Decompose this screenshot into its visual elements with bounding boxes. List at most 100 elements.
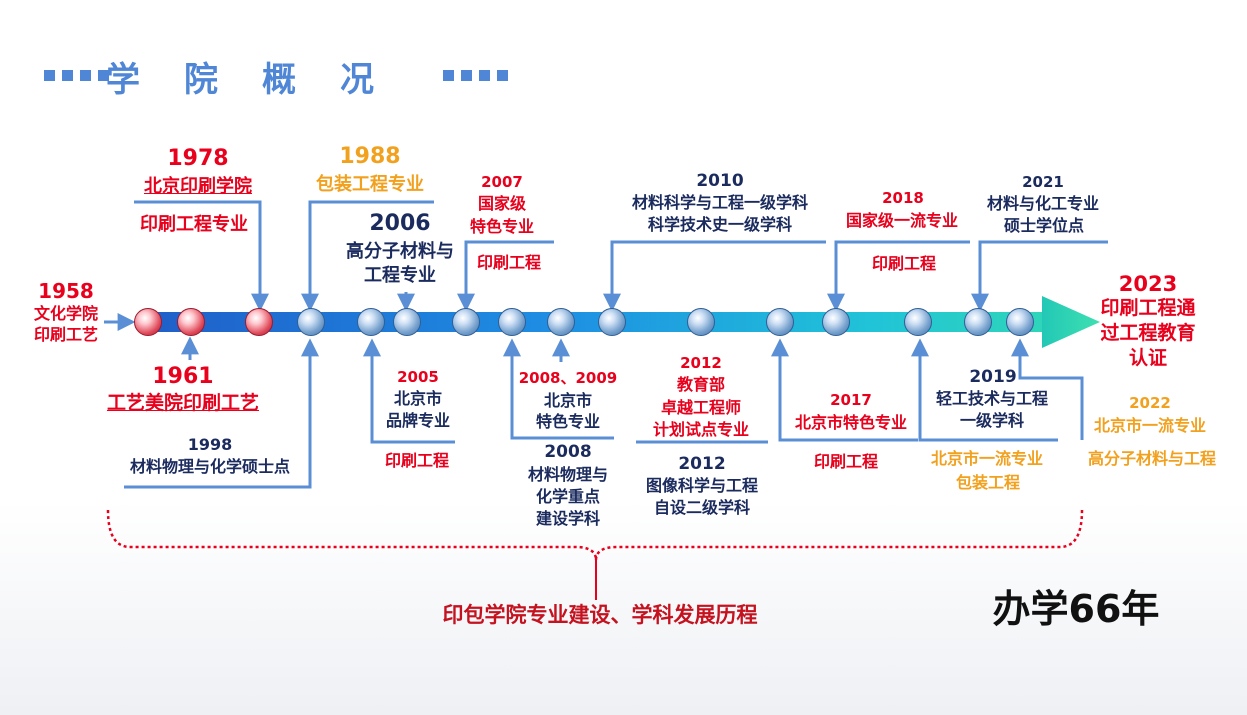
event-text-2012b: 自设二级学科 [653,498,750,517]
event-text-2006: 工程专业 [364,265,436,286]
timeline-dot [245,308,273,336]
event-text-2019: 包装工程 [955,473,1020,492]
event-text-1961: 工艺美院印刷工艺 [106,392,259,414]
event-text-2008: 化学重点 [535,487,600,506]
event-text-2018: 印刷工程 [871,254,936,273]
event-year-2012b: 2012 [678,454,726,474]
timeline-dot [297,308,325,336]
connector-2008 [503,338,614,440]
timeline-caption: 印包学院专业建设、学科发展历程 [442,603,758,627]
title-char: 院 [184,60,218,100]
header-square [44,70,55,81]
event-text-2012: 计划试点专业 [652,420,749,439]
event-year-2012: 2012 [680,354,722,372]
event-year-2006: 2006 [369,211,431,236]
event-text-2017: 北京市特色专业 [794,413,907,432]
event-text-2010: 科学技术史一级学科 [647,215,792,234]
event-text-2023: 过工程教育 [1100,322,1196,344]
connector-2007 [457,240,554,312]
title-char: 况 [340,60,374,100]
connector-2021 [971,240,1108,312]
event-year-1958: 1958 [38,279,94,303]
event-text-2008: 材料物理与 [527,465,608,484]
event-text-2017: 印刷工程 [813,452,878,471]
event-year-1998: 1998 [187,435,233,454]
connector-2022 [1011,338,1084,440]
event-text-2008: 建设学科 [535,509,600,528]
connector-1998 [124,338,319,489]
event-text-1978: 北京印刷学院 [144,176,252,197]
event-year-2005: 2005 [397,368,439,386]
event-text-2012: 教育部 [676,375,725,394]
event-text-2023: 印刷工程通 [1100,297,1196,319]
title-char: 概 [262,60,296,100]
header-square [479,70,490,81]
connector-2010 [603,240,826,312]
timeline-dot [134,308,162,336]
timeline-arrowhead [1042,296,1100,348]
header-square [80,70,91,81]
event-year-1978: 1978 [167,146,229,171]
event-text-2012b: 图像科学与工程 [645,476,758,495]
connector-2005 [363,338,455,444]
event-text-2012: 卓越工程师 [660,398,741,417]
header-square [497,70,508,81]
event-text-2019: 北京市一流专业 [930,449,1043,468]
event-year-2017: 2017 [830,391,872,409]
event-text-2005: 品牌专业 [385,411,450,430]
event-year-2010: 2010 [696,171,744,191]
connector-2018 [827,240,970,312]
event-text-1958: 文化学院 [33,304,98,323]
timeline-dot [498,308,526,336]
timeline-dot [822,308,850,336]
event-text-2019: 轻工技术与工程 [935,389,1048,408]
event-text-1978: 印刷工程专业 [140,214,248,235]
event-year-2023: 2023 [1118,272,1178,296]
header-square [98,70,109,81]
timeline-dot [964,308,992,336]
header-square [62,70,73,81]
timeline-dot [547,308,575,336]
connector-2019 [911,338,1058,442]
timeline-dot [177,308,205,336]
event-text-2022: 高分子材料与工程 [1087,449,1216,468]
event-text-2023: 认证 [1128,347,1167,369]
bracket [106,509,1084,561]
timeline-dot [393,308,421,336]
timeline-dot [687,308,715,336]
event-text-2006: 高分子材料与 [346,241,454,262]
connector-1988 [301,200,434,312]
header-square [443,70,454,81]
event-text-2005: 北京市 [393,389,442,408]
header-square [461,70,472,81]
event-text-2021: 硕士学位点 [1003,216,1084,235]
event-text-2008-2009: 北京市 [543,391,592,410]
event-text-2022: 北京市一流专业 [1093,416,1206,435]
event-year-2007: 2007 [481,173,523,191]
event-year-2018: 2018 [882,189,924,207]
timeline-dot [357,308,385,336]
event-text-2010: 材料科学与工程一级学科 [631,193,808,212]
connector-2017 [771,338,918,442]
event-text-2007: 印刷工程 [476,253,541,272]
event-text-2021: 材料与化工专业 [986,194,1099,213]
event-text-1958: 印刷工艺 [33,325,98,344]
event-text-2008-2009: 特色专业 [535,412,600,431]
event-text-1998: 材料物理与化学硕士点 [129,457,290,476]
years-badge: 办学66年 [992,587,1160,631]
event-year-2008-2009: 2008、2009 [518,369,618,387]
event-year-2008: 2008 [544,442,592,462]
event-year-2022: 2022 [1129,394,1171,412]
timeline-dot [452,308,480,336]
timeline-dot [598,308,626,336]
timeline-dot [904,308,932,336]
event-text-2005: 印刷工程 [384,451,449,470]
event-text-1988: 包装工程专业 [316,174,424,195]
timeline-dot [766,308,794,336]
connector-1978 [134,200,269,312]
event-year-1961: 1961 [152,364,214,389]
event-text-2018: 国家级一流专业 [845,211,958,230]
timeline-dot [1006,308,1034,336]
title-char: 学 [106,60,140,100]
event-text-2007: 特色专业 [469,217,534,236]
